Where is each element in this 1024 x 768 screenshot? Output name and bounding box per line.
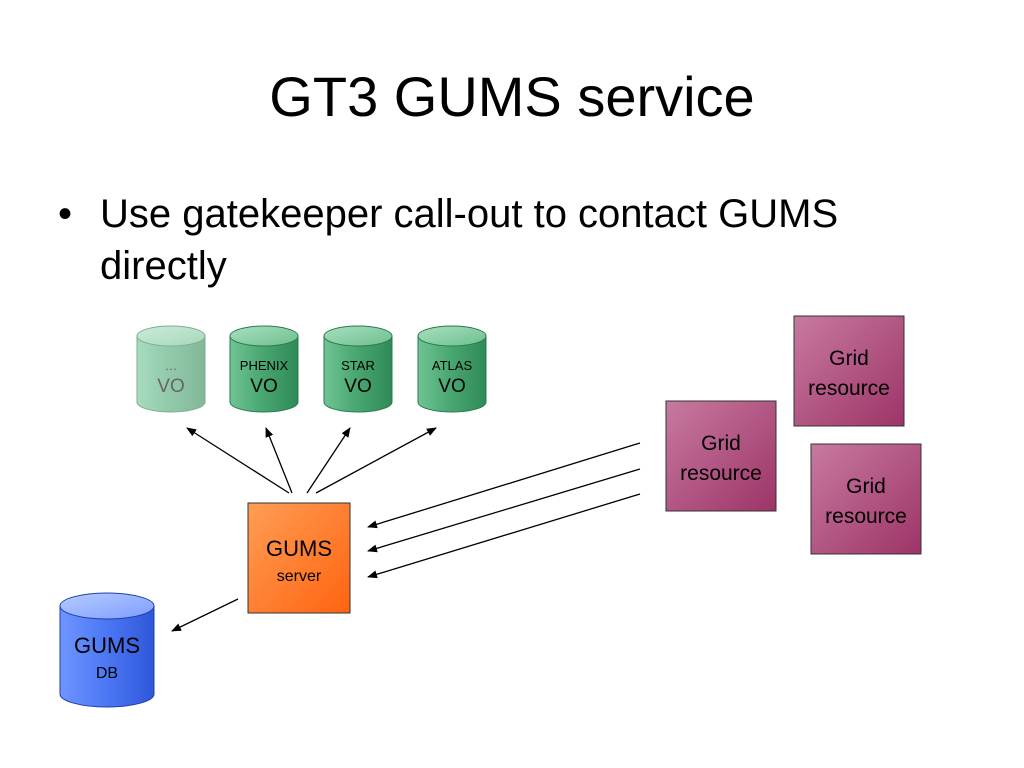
grid-resource-line2: resource	[680, 462, 762, 485]
grid-resource-box: Grid resource	[665, 400, 777, 512]
vo-db-bottom-label: VO	[157, 376, 184, 397]
gums-server-title: GUMS	[266, 536, 332, 561]
vo-db-bottom-label: VO	[344, 376, 371, 397]
bullet-text: Use gatekeeper call-out to contact GUMS …	[100, 192, 839, 288]
arrow-to-vo-db	[315, 427, 437, 494]
grid-resource-line1: Grid	[829, 347, 869, 370]
gums-db-cylinder: GUMS DB	[59, 592, 155, 708]
arrow-to-gums-server	[367, 493, 641, 579]
arrow-to-vo-db	[186, 427, 290, 494]
grid-resource-line1: Grid	[701, 432, 741, 455]
arrow-to-vo-db	[306, 427, 351, 494]
arrow-to-gums-server	[367, 468, 641, 553]
grid-resource-box: Grid resource	[810, 443, 922, 555]
vo-db-top-label: STAR	[341, 358, 375, 373]
arrow-to-vo-db	[265, 427, 293, 494]
gums-db-title: GUMS	[74, 633, 140, 658]
vo-db-top-label: ATLAS	[432, 358, 473, 373]
gums-server-box: GUMS server	[247, 502, 351, 614]
vo-db-top-label: PHENIX	[240, 358, 289, 373]
grid-resource-line2: resource	[825, 505, 907, 528]
grid-resource-box: Grid resource	[793, 315, 905, 427]
grid-resource-line2: resource	[808, 377, 890, 400]
bullet-symbol: •	[58, 192, 73, 236]
arrow-to-gums-server	[367, 442, 641, 529]
slide-title: GT3 GUMS service	[269, 65, 755, 128]
vo-db-cylinder: ATLAS VO	[417, 325, 487, 413]
vo-db-top-label: …	[165, 358, 178, 373]
vo-db-bottom-label: VO	[438, 376, 465, 397]
grid-resource-line1: Grid	[846, 475, 886, 498]
vo-db-cylinder: … VO	[136, 325, 206, 413]
gums-server-subtitle: server	[277, 568, 322, 585]
vo-db-cylinder: PHENIX VO	[229, 325, 299, 413]
gums-db-subtitle: DB	[96, 665, 118, 682]
vo-db-cylinder: STAR VO	[323, 325, 393, 413]
arrow-to-gums-db	[171, 598, 239, 632]
vo-db-bottom-label: VO	[250, 376, 277, 397]
